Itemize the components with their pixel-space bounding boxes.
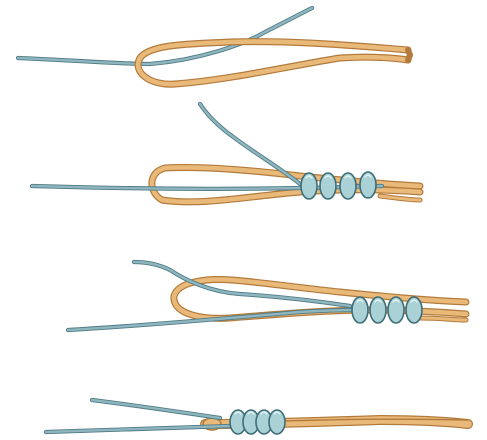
step-4-wrap-4: [269, 410, 285, 434]
step-1-main-line: [18, 8, 312, 64]
step-4-knot-tightened: [46, 400, 468, 434]
step-1-loop-formed: [18, 8, 410, 84]
step-4-wraps: [230, 410, 285, 434]
step-3-wrap-1: [352, 297, 368, 323]
step-3-wrap-3: [388, 297, 404, 323]
step-2-wrap-4: [360, 172, 376, 198]
step-3-tag-through-loop: [68, 262, 466, 330]
step-2-wrap-2: [320, 173, 336, 199]
step-1-leader-loop: [138, 42, 410, 85]
step-3-main-line: [68, 262, 360, 330]
step-2-wraps-added: [32, 104, 420, 202]
step-4-main-line: [46, 400, 230, 432]
step-2-wrap-1: [301, 173, 317, 199]
step-3-wrap-4: [406, 297, 422, 323]
step-2-wrap-3: [340, 173, 356, 199]
step-3-wrap-2: [370, 297, 386, 323]
